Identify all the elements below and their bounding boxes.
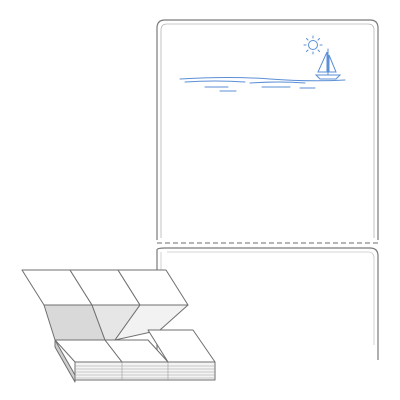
stack-left-face — [54, 339, 76, 383]
stack-front-face — [74, 361, 216, 381]
sailboat-artwork — [179, 35, 346, 92]
sun-icon — [303, 35, 323, 55]
fanfold-stack-illustration — [21, 269, 216, 383]
unfolded-label-row — [21, 269, 189, 306]
sailboat-icon — [314, 48, 342, 80]
water-lines — [179, 77, 346, 92]
stack-top-label-3 — [147, 329, 216, 363]
stack-block — [54, 339, 216, 383]
label-sheet-inner-outline — [160, 23, 375, 238]
stack-top-labels — [54, 329, 216, 363]
label-sheet-outline — [156, 19, 379, 240]
folding-section — [43, 304, 189, 341]
label-sheet — [156, 19, 379, 360]
